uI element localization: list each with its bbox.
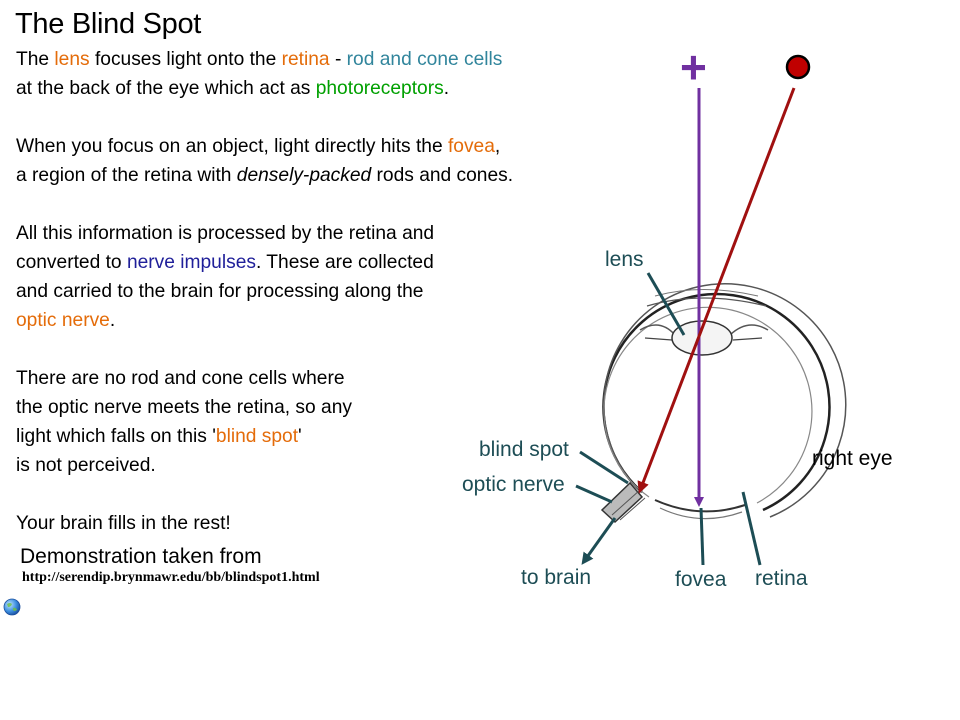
paragraph-nerve-impulses: All this information is processed by the… (16, 219, 596, 335)
page-title: The Blind Spot (15, 8, 202, 40)
term-retina: retina (281, 49, 330, 70)
text-span: . These are collected (255, 252, 434, 273)
eyeball (602, 283, 847, 520)
demo-caption: Demonstration taken from (20, 545, 262, 568)
optic-nerve-pointer (575, 484, 613, 504)
text-span: All this information is processed by the… (16, 223, 435, 244)
text-span: focuses light onto the (89, 49, 282, 70)
text-span: , (494, 136, 501, 157)
term-fovea: fovea (447, 136, 495, 157)
text-span: rods and cones. (371, 165, 514, 186)
term-photoreceptors: photoreceptors (315, 78, 444, 99)
paragraph-fovea: When you focus on an object, light direc… (16, 132, 596, 190)
lens-pointer (646, 272, 686, 336)
text-span: The (16, 49, 55, 70)
term-optic-nerve: optic nerve (16, 310, 110, 331)
cross-symbol: + (680, 41, 707, 93)
globe-icon[interactable] (3, 598, 21, 616)
term-rods-cones: rod and cone cells (346, 49, 503, 70)
blind-spot-pointer (579, 450, 629, 485)
label-right-eye: right eye (812, 447, 893, 470)
label-blind-spot: blind spot (479, 438, 569, 461)
term-densely-packed: densely-packed (236, 165, 372, 186)
label-retina: retina (755, 567, 808, 590)
label-lens: lens (605, 248, 644, 271)
text-span: and carried to the brain for processing … (16, 281, 424, 302)
text-span: is not perceived. (16, 455, 156, 476)
text-span: a region of the retina with (16, 165, 237, 186)
paragraph-blind-spot: There are no rod and cone cells where th… (16, 364, 596, 480)
term-blind-spot: blind spot (215, 426, 299, 447)
demonstration-source: Demonstration taken from http://serendip… (20, 545, 320, 586)
text-span: the optic nerve meets the retina, so any (16, 397, 352, 418)
label-optic-nerve: optic nerve (462, 473, 565, 496)
text-span: light which falls on this ' (16, 426, 216, 447)
blind-spot-line (637, 87, 796, 494)
text-span: . (109, 310, 116, 331)
text-span: ' (298, 426, 302, 447)
iris (639, 324, 769, 341)
text-span: There are no rod and cone cells where (16, 368, 345, 389)
term-lens: lens (54, 49, 90, 70)
paragraph-lens: The lens focuses light onto the retina -… (16, 45, 596, 103)
explanation-text: The lens focuses light onto the retina -… (16, 45, 596, 567)
fovea-pointer (699, 507, 705, 566)
red-dot (785, 54, 811, 80)
lens-shape (671, 320, 733, 356)
label-fovea: fovea (675, 568, 727, 591)
to-brain-arrow (581, 517, 617, 565)
text-span: Your brain fills in the rest! (16, 513, 231, 534)
text-span: converted to (16, 252, 127, 273)
label-to-brain: to brain (521, 566, 591, 589)
paragraph-conclusion: Your brain fills in the rest! (16, 509, 596, 538)
term-nerve-impulses: nerve impulses (126, 252, 256, 273)
text-span: When you focus on an object, light direc… (16, 136, 448, 157)
demo-link[interactable]: http://serendip.brynmawr.edu/bb/blindspo… (22, 570, 320, 585)
text-span: at the back of the eye which act as (16, 78, 316, 99)
text-span: - (329, 49, 347, 70)
text-span: . (443, 78, 450, 99)
retina-pointer (741, 491, 762, 566)
